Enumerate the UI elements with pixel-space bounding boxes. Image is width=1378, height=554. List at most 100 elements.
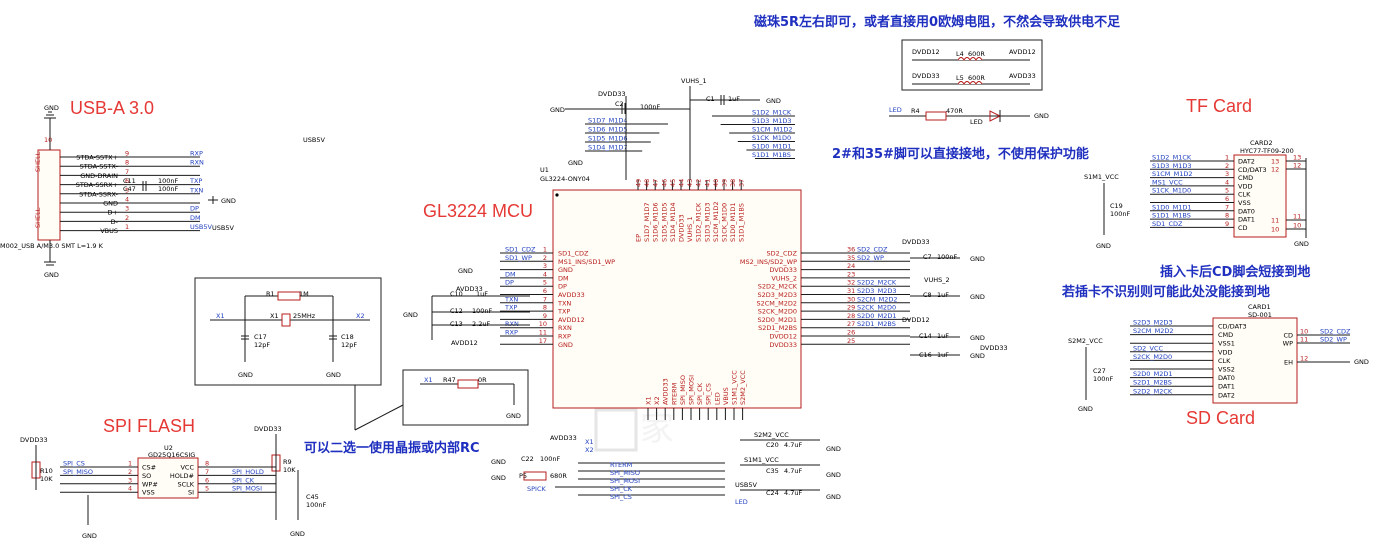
usb-connector: GND 10 GND SHELL SHELL M002_USB A/M3.0 S… — [0, 104, 325, 279]
mcu-right-pin-net: SD2_WP — [857, 254, 884, 262]
sd-part: SD-001 — [1248, 311, 1272, 319]
mcu-top-pin-name: S1D0_M1D1 — [729, 202, 737, 242]
mcu-left-pin-num: 11 — [539, 329, 547, 337]
mcu-left-pin-net: DP — [505, 279, 514, 287]
c8-ref: C8 — [923, 291, 932, 299]
tf-pin-num: 2 — [1225, 162, 1229, 170]
top-net-right: S1D0_M1D1 — [752, 143, 792, 151]
c2-val: 100nF — [640, 103, 661, 111]
s1m1-bottom: S1M1_VCC — [744, 456, 779, 464]
c45-val: 100nF — [306, 501, 327, 509]
flash-right-name: HOLD# — [170, 472, 194, 480]
flash-left-net: SPI_CS — [63, 460, 85, 468]
flash-left-name: CS# — [142, 464, 156, 472]
flash-ref: U2 — [164, 444, 173, 452]
mcu-right-pin-name: S2D0_M2D1 — [757, 316, 797, 324]
flash-right-name: SCLK — [177, 480, 194, 488]
r9-ref: R9 — [283, 458, 292, 466]
mcu-right-pin-num: 24 — [847, 262, 855, 270]
mcu-left-pin-num: 2 — [543, 254, 547, 262]
flash-part: GD25Q16CSIG — [148, 451, 195, 459]
mcu-right-pin-name: S2D2_M2CK — [758, 283, 798, 291]
tf-pin-num: 8 — [1225, 212, 1229, 220]
usb-pin-name: VBUS — [100, 227, 118, 235]
sd-pin-name: CD/DAT3 — [1218, 323, 1247, 331]
avdd12-left: AVDD12 — [451, 339, 478, 347]
c2-gnd: GND — [550, 106, 565, 114]
mcu-left-pin-net: SD1_CDZ — [505, 246, 536, 254]
mcu-right-pin-num: 35 — [847, 254, 855, 262]
usb-pin-net: USB5V — [190, 223, 212, 231]
c24-ref: C24 — [766, 489, 779, 497]
flash-left-num: 2 — [128, 468, 132, 476]
flash-left-name: WP# — [142, 480, 158, 488]
watermark: 家 — [594, 408, 674, 452]
usb-pin-num: 8 — [125, 159, 129, 167]
mcu-left-pin-name: GND — [558, 266, 573, 274]
mcu-left-pin-name: GND — [558, 341, 573, 349]
c10-val: 1uF — [476, 290, 488, 298]
flash-left-net: SPI_MISO — [63, 468, 93, 476]
net-spick: SPICK — [527, 485, 547, 493]
usb-pin-num: 1 — [125, 223, 129, 231]
mcu-top-pin-num: 46 — [660, 179, 668, 187]
bottom-x2: X2 — [585, 446, 594, 454]
usb-shell-bottom: SHELL — [34, 207, 42, 228]
flash-body — [137, 457, 199, 499]
mcu-left-pin-name: DM — [558, 274, 569, 282]
mcu-right-pin-net: S2D0_M2D1 — [857, 312, 897, 320]
mcu-left-pin-num: 6 — [543, 287, 547, 295]
usb-pin-num: 9 — [125, 150, 129, 158]
mcu-bottom-pin-name: LED — [713, 392, 721, 405]
mcu-top-pin-num: 44 — [678, 179, 686, 187]
bead-avdd33: AVDD33 — [1009, 72, 1036, 80]
mcu-right-pin-name: DVDD33 — [769, 266, 797, 274]
mcu-left-pin-num: 9 — [543, 312, 547, 320]
c27-val: 100nF — [1093, 375, 1114, 383]
flash-right-name: SI — [188, 489, 194, 497]
sd-gnd-right: GND — [1354, 358, 1369, 366]
mcu-left-pin-net: DM — [505, 270, 516, 278]
usb-pin-net: RXN — [190, 159, 204, 167]
top-net-right: S1D2_M1CK — [752, 109, 792, 117]
sd-ref: CARD1 — [1248, 303, 1271, 311]
usb-pin-name: GND-DRAIN — [80, 172, 118, 180]
insert-note: 插入卡后CD脚会短接到地 — [1160, 264, 1310, 280]
mcu-left-pin-net: SD1_WP — [505, 254, 532, 262]
mcu-right-pin-net: S2D1_M2BS — [857, 320, 896, 328]
spi-title: SPI FLASH — [103, 416, 195, 436]
tf-pin-num: 6 — [1225, 195, 1229, 203]
c45-gnd: GND — [290, 530, 305, 538]
mcu-top-pin-num: 48 — [643, 179, 651, 187]
gnd-c35: GND — [826, 471, 841, 479]
usb-pin-net: DM — [190, 214, 201, 222]
mcu-top-pins: 49EP48S1D7_M1D747S1D6_M1D646S1D5_M1D545S… — [635, 179, 746, 242]
flash-dvdd33-right: DVDD33 — [254, 425, 282, 433]
c18-gnd: GND — [326, 371, 341, 379]
pins-note: 2#和35#脚可以直接接地，不使用保护功能 — [832, 146, 1089, 162]
usb-caps: C11 100nF C47 100nF GND USB5V — [123, 177, 236, 232]
sd-pin-name: VSS2 — [1218, 366, 1235, 374]
r47-val: 0R — [478, 376, 487, 384]
c47-val: 100nF — [158, 185, 179, 193]
mcu-top-pin-name: VUHS_1 — [686, 216, 694, 242]
tf-pin-net: S1D1_M1BS — [1152, 212, 1191, 220]
c47-ref: C47 — [123, 185, 136, 193]
mcu-left-pin-name: MS1_INS/SD1_WP — [558, 258, 615, 266]
mcu-left-pin-num: 4 — [543, 270, 547, 278]
mcu-top-pin-name: S1D1_M1BS — [738, 203, 746, 242]
c27-ref: C27 — [1093, 367, 1106, 375]
mcu-top-pin-num: 43 — [686, 179, 694, 187]
usb5v-bottom: USB5V — [735, 481, 757, 489]
c11-ref: C11 — [123, 177, 136, 185]
c14-val: 1uF — [937, 332, 949, 340]
mcu-left-pin-num: 3 — [543, 262, 547, 270]
bead-note: 磁珠5R左右即可，或者直接用0欧姆电阻，不然会导致供电不足 — [754, 14, 1121, 30]
c35-val: 4.7uF — [784, 467, 802, 475]
sd-gnd: GND — [1078, 405, 1093, 413]
mcu-left-pin-name: TXP — [557, 308, 570, 316]
tf-pin-net: S1CK_M1D0 — [1152, 187, 1191, 195]
c2-ref: C2 — [615, 100, 624, 108]
crystal-ref: X1 — [270, 312, 279, 320]
c11-val: 100nF — [158, 177, 179, 185]
